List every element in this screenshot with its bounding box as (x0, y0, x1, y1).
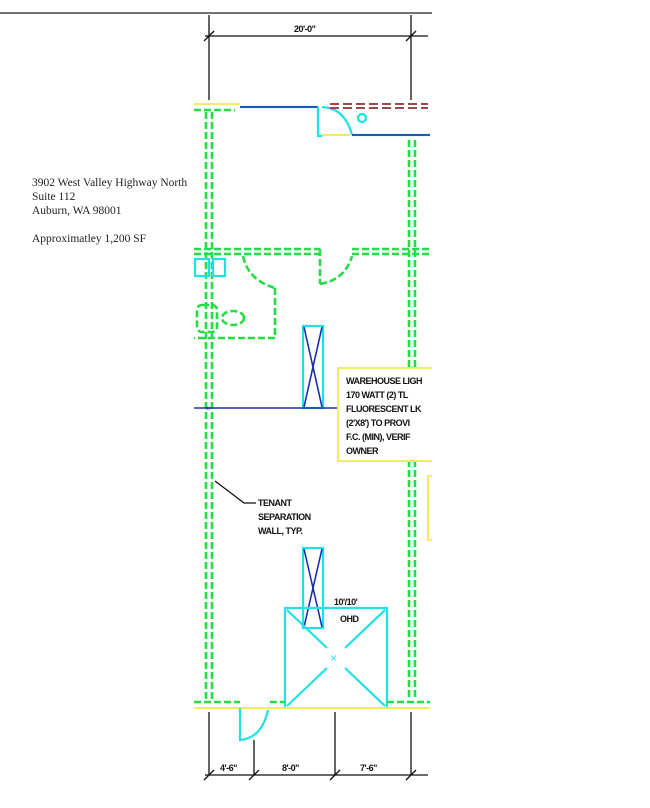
bottom-dimensions: 4'-6" 8'-0" 7'-6" (203, 712, 428, 781)
svg-text:×: × (330, 651, 337, 665)
sink-icon (193, 257, 227, 278)
lighting-note: WAREHOUSE LIGH 170 WATT (2) TL FLUORESCE… (337, 367, 439, 462)
note-line: 170 WATT (2) TL (346, 390, 409, 400)
door-size-label: 10'/10' (334, 597, 358, 607)
note-line: TENANT (258, 498, 292, 508)
note-line: WALL, TYP. (258, 526, 302, 536)
dimension-label: 4'-6" (220, 763, 237, 773)
address-block: 3902 West Valley Highway North Suite 112… (32, 176, 187, 246)
address-line-1: 3902 West Valley Highway North (32, 177, 188, 189)
note-line: WAREHOUSE LIGH (346, 376, 422, 386)
address-line-3: Auburn, WA 98001 (32, 205, 122, 217)
note-line: SEPARATION (258, 512, 311, 522)
bracket (427, 475, 432, 541)
note-line: (2'X8') TO PROVI (346, 418, 410, 428)
light-fixture-icon (301, 546, 325, 630)
top-wall (194, 103, 430, 138)
dimension-label: 7'-6" (360, 763, 377, 773)
overhead-door: × 10'/10' OHD (283, 597, 389, 708)
restroom-walls (194, 247, 430, 340)
bottom-wall (194, 700, 430, 742)
note-line: F.C. (MIN), VERIF (346, 432, 411, 442)
area-label: Approximatley 1,200 SF (32, 233, 147, 245)
svg-text:×: × (206, 404, 211, 413)
dimension-label: 8'-0" (282, 763, 299, 773)
door-swing (238, 708, 270, 742)
note-line: OWNER (346, 446, 379, 456)
top-dimension: 20'-0" (203, 15, 428, 100)
door-type-label: OHD (340, 614, 360, 624)
top-dimension-label: 20'-0" (294, 24, 316, 34)
address-line-2: Suite 112 (32, 191, 76, 203)
note-line: FLUORESCENT LK (346, 404, 422, 414)
toilet-icon (195, 303, 246, 334)
tenant-wall-note: TENANT SEPARATION WALL, TYP. (214, 480, 311, 536)
light-fixture-icon: × (194, 324, 340, 413)
